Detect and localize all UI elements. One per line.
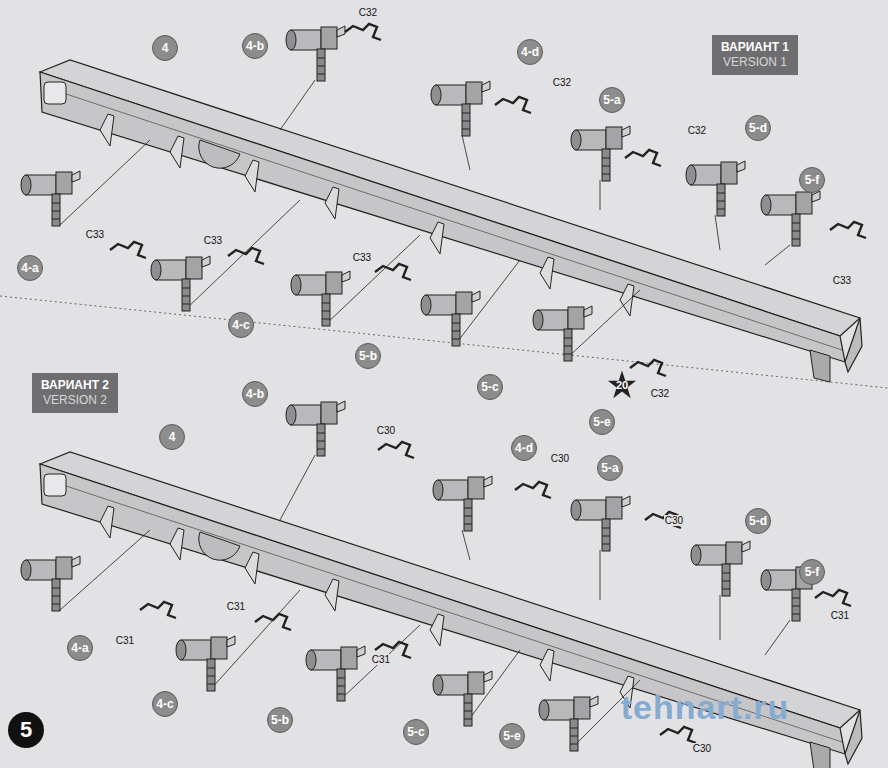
part-label: C33 [203, 235, 223, 246]
part-label: C32 [358, 7, 378, 18]
callout-number: 4-c [228, 312, 254, 338]
part-label: C32 [650, 388, 670, 399]
node-text: 4-d [515, 441, 533, 455]
callout-number: 4-a [67, 635, 93, 661]
part-label: C30 [692, 743, 712, 754]
callout-number: 5-a [599, 87, 625, 113]
node-text: 4-b [246, 39, 264, 53]
node-text: 4 [162, 41, 169, 55]
node-text: 5-d [749, 514, 767, 528]
step-number: 5 [8, 712, 44, 748]
node-text: 5 [20, 717, 32, 743]
node-text: 4-a [21, 261, 38, 275]
node-text: 4-d [521, 45, 539, 59]
callout-number: 5-f [799, 167, 825, 193]
callout-number: 4 [159, 424, 185, 450]
part-label: C33 [85, 229, 105, 240]
node-text: 5-a [603, 93, 620, 107]
version-box: ВАРИАНТ 2VERSION 2 [32, 373, 118, 413]
callout-number: 5-e [589, 409, 615, 435]
callout-number: 5-c [403, 719, 429, 745]
node-subtext: VERSION 2 [43, 393, 107, 408]
watermark: tehnart.ru [620, 689, 791, 726]
callout-number: 4-c [152, 691, 178, 717]
part-label: C33 [352, 252, 372, 263]
node-text: 4-a [71, 641, 88, 655]
node-text: 5-a [601, 461, 618, 475]
node-text: 5-e [593, 415, 610, 429]
part-label: C31 [830, 610, 850, 621]
part-label: C31 [115, 635, 135, 646]
callout-number: 5-d [745, 508, 771, 534]
callout-number: 4-b [242, 33, 268, 59]
node-text: 5-b [359, 349, 377, 363]
part-label: C31 [371, 654, 391, 665]
callout-number: 5-e [499, 723, 525, 749]
part-label: C32 [552, 77, 572, 88]
node-text: 5-e [503, 729, 520, 743]
star-callout: 20 [607, 370, 637, 400]
part-label: C33 [832, 275, 852, 286]
callout-number: 5-b [267, 707, 293, 733]
part-label: C30 [376, 425, 396, 436]
callout-number: 4-d [511, 435, 537, 461]
callout-number: 4-d [517, 39, 543, 65]
callout-number: 4 [152, 35, 178, 61]
node-text: 5-c [481, 380, 498, 394]
node-text: ВАРИАНТ 1 [721, 40, 789, 55]
node-text: 4 [169, 430, 176, 444]
part-label: C30 [664, 515, 684, 526]
part-label: C32 [687, 125, 707, 136]
version-box: ВАРИАНТ 1VERSION 1 [712, 35, 798, 75]
callout-number: 5-a [597, 455, 623, 481]
node-text: 5-c [407, 725, 424, 739]
callout-number: 5-d [745, 115, 771, 141]
part-label: C30 [550, 453, 570, 464]
node-subtext: VERSION 1 [723, 55, 787, 70]
node-text: 20 [616, 379, 628, 391]
node-text: 4-c [156, 697, 173, 711]
callout-number: 4-a [17, 255, 43, 281]
node-text: 4-b [246, 387, 264, 401]
callout-number: 5-f [799, 559, 825, 585]
node-text: ВАРИАНТ 2 [41, 378, 109, 393]
node-text: 4-c [232, 318, 249, 332]
part-label: C31 [226, 601, 246, 612]
node-text: 5-f [805, 173, 820, 187]
callout-number: 5-c [477, 374, 503, 400]
node-text: 5-b [271, 713, 289, 727]
callout-number: 5-b [355, 343, 381, 369]
callout-number: 4-b [242, 381, 268, 407]
node-text: 5-d [749, 121, 767, 135]
node-text: 5-f [805, 565, 820, 579]
